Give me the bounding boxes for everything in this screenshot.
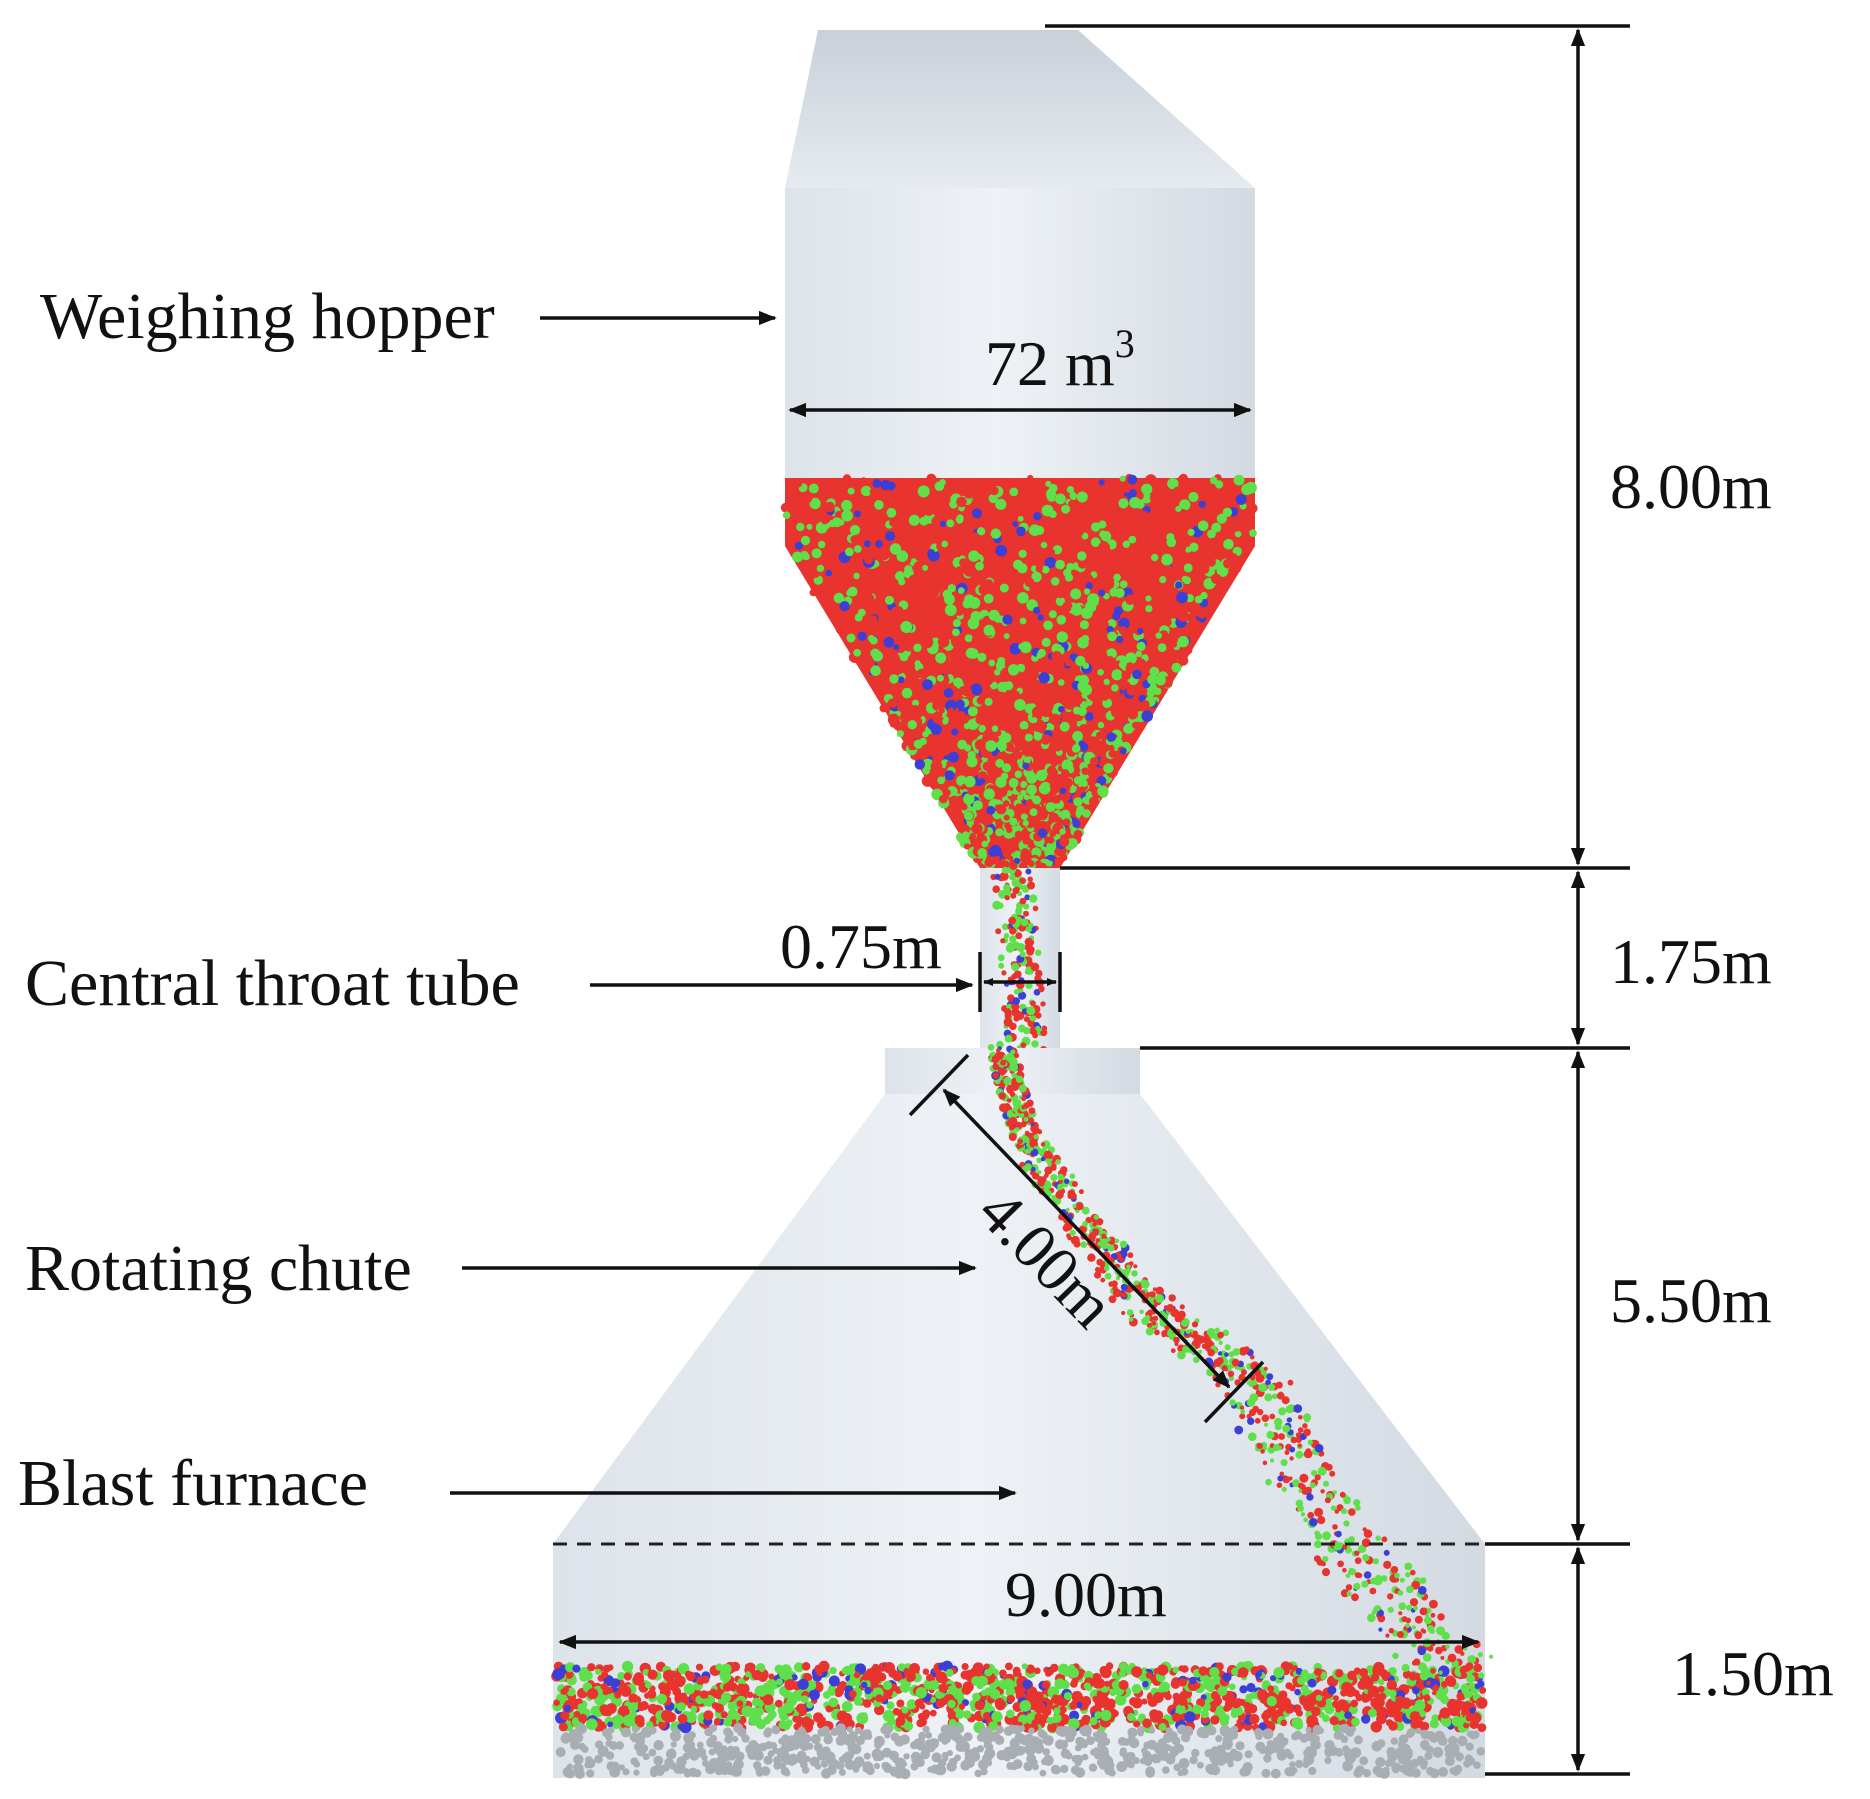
weighing-hopper [780,30,1258,874]
hopper-particles [780,473,1258,874]
central-throat-tube [980,858,1060,1063]
dimension-lines [553,24,1630,1776]
throat-particles [990,858,1048,1063]
leader-arrows [450,310,1017,1501]
furnace-diameter-label: 9.00m [1005,1559,1167,1630]
throat-height-label: 1.75m [1610,926,1772,997]
chute-top-tick [908,1053,970,1117]
central-throat-tube-label: Central throat tube [25,947,520,1020]
throat-diameter-label: 0.75m [780,911,942,982]
furnace-cone [553,1094,1485,1544]
blast-furnace-label: Blast furnace [18,1447,368,1520]
hopper-volume-label: 72 m3 [985,321,1135,399]
base-height-label: 1.50m [1672,1638,1834,1709]
weighing-hopper-label: Weighing hopper [40,280,495,353]
chute-length-arrow [942,1088,1231,1389]
cone-height-label: 5.50m [1610,1265,1772,1336]
rotating-chute-label: Rotating chute [25,1232,412,1305]
blast-furnace [551,1040,1494,1780]
hopper-height-label: 8.00m [1610,451,1772,522]
chute-bottom-tick [1203,1360,1265,1424]
furnace-burden-particles [551,1660,1488,1780]
hopper-top-cone [785,30,1255,188]
